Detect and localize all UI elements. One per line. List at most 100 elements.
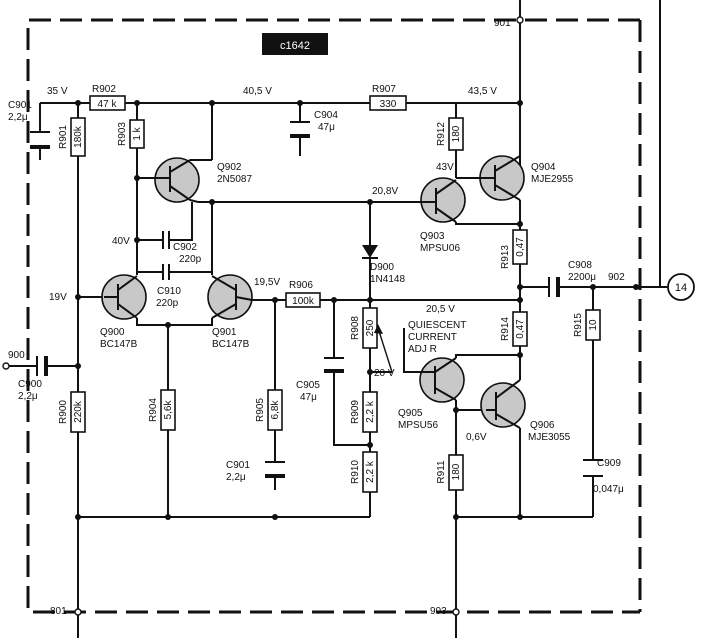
svg-text:5,6k: 5,6k: [163, 400, 174, 420]
resistor-r908: 250 R908: [350, 307, 393, 373]
svg-text:Q901: Q901: [212, 327, 237, 338]
svg-text:MJE3055: MJE3055: [528, 432, 571, 443]
capacitor-c900: C900 2,2μ: [18, 356, 48, 402]
transistor-q906: Q906 MJE3055: [480, 379, 571, 443]
svg-text:220k: 220k: [73, 400, 84, 423]
svg-text:900: 900: [8, 350, 25, 361]
svg-text:R910: R910: [350, 460, 361, 484]
svg-text:R911: R911: [436, 460, 447, 484]
svg-text:R902: R902: [92, 84, 116, 95]
svg-text:R901: R901: [58, 125, 69, 149]
svg-text:0,47: 0,47: [515, 319, 526, 339]
svg-text:Q906: Q906: [530, 420, 555, 431]
svg-text:1N4148: 1N4148: [370, 274, 405, 285]
svg-text:19V: 19V: [49, 292, 67, 303]
transistor-q905: Q905 MPSU56: [398, 357, 465, 431]
svg-text:BC147B: BC147B: [100, 339, 138, 350]
resistor-r909: 2,2 k R909: [350, 391, 378, 433]
svg-text:180: 180: [451, 125, 462, 142]
quiescent-label: QUIESCENT CURRENT ADJ R: [408, 320, 466, 355]
svg-text:Q905: Q905: [398, 408, 423, 419]
svg-text:47 k: 47 k: [98, 99, 118, 110]
resistor-r911: 180 R911: [436, 454, 464, 491]
svg-text:43,5 V: 43,5 V: [468, 86, 497, 97]
svg-text:20,8V: 20,8V: [372, 186, 398, 197]
svg-text:2,2 k: 2,2 k: [365, 460, 376, 483]
capacitor-c901-top: C901 2,2μ: [8, 100, 50, 149]
svg-text:R903: R903: [117, 122, 128, 146]
svg-text:ADJ R: ADJ R: [408, 344, 437, 355]
resistor-r910: 2,2 k R910: [350, 451, 378, 493]
svg-text:2,2μ: 2,2μ: [226, 472, 246, 483]
svg-text:R905: R905: [255, 398, 266, 422]
svg-text:Q902: Q902: [217, 162, 242, 173]
svg-text:R904: R904: [148, 398, 159, 422]
capacitor-c908: C908 2200μ: [548, 260, 596, 297]
resistor-r913: 0,47 R913: [500, 229, 528, 269]
transistor-q900: Q900 BC147B: [100, 274, 147, 350]
svg-text:801: 801: [50, 606, 67, 617]
resistor-r904: 5,6k R904: [148, 389, 176, 431]
svg-text:20,5 V: 20,5 V: [426, 304, 455, 315]
svg-text:40,5 V: 40,5 V: [243, 86, 272, 97]
capacitor-c901-bottom: C901 2,2μ: [226, 460, 285, 483]
capacitor-c902: C902 220p: [162, 231, 202, 265]
svg-text:C901: C901: [226, 460, 250, 471]
svg-text:c1642: c1642: [280, 40, 310, 52]
svg-text:0,47: 0,47: [515, 237, 526, 257]
svg-text:20 V: 20 V: [374, 368, 395, 379]
capacitor-c905: C905 47μ: [296, 357, 344, 403]
capacitor-c910: C910 220p: [156, 264, 181, 309]
capacitor-c909: C909 0,047μ: [583, 458, 624, 495]
svg-text:C900: C900: [18, 379, 42, 390]
svg-text:QUIESCENT: QUIESCENT: [408, 320, 466, 331]
svg-text:2,2μ: 2,2μ: [18, 391, 38, 402]
transistor-q901: Q901 BC147B: [207, 274, 260, 350]
svg-text:6,8k: 6,8k: [270, 400, 281, 420]
resistor-r907: 330 R907: [369, 84, 407, 111]
resistor-r902: 47 k R902: [89, 84, 126, 111]
svg-text:47μ: 47μ: [318, 122, 335, 133]
svg-text:180: 180: [451, 463, 462, 480]
svg-text:R915: R915: [573, 313, 584, 337]
svg-text:19,5V: 19,5V: [254, 277, 280, 288]
connector-14: 14: [667, 273, 695, 301]
svg-text:10: 10: [588, 319, 599, 331]
svg-text:220p: 220p: [179, 254, 202, 265]
svg-text:C902: C902: [173, 242, 197, 253]
voltage-labels: 35 V 40,5 V 43,5 V 43V 20,8V 40V 19V 19,…: [47, 86, 497, 443]
svg-text:R907: R907: [372, 84, 396, 95]
terminals: [2, 16, 524, 616]
transistor-q903: Q903 MPSU06: [420, 177, 466, 254]
svg-text:C905: C905: [296, 380, 320, 391]
svg-text:1 k: 1 k: [132, 126, 143, 140]
resistor-r912: 180 R912: [436, 117, 464, 151]
svg-text:0,6V: 0,6V: [466, 432, 487, 443]
svg-text:2,2μ: 2,2μ: [8, 112, 28, 123]
svg-text:100k: 100k: [292, 296, 315, 307]
resistor-r906: 100k R906: [285, 280, 321, 308]
resistor-r914: 0,47 R914: [500, 311, 528, 347]
svg-text:MPSU56: MPSU56: [398, 420, 438, 431]
svg-text:35 V: 35 V: [47, 86, 68, 97]
resistor-r915: 10 R915: [573, 309, 601, 341]
wiring: [6, 0, 668, 638]
svg-text:R908: R908: [350, 316, 361, 340]
svg-text:2200μ: 2200μ: [568, 272, 596, 283]
svg-text:Q903: Q903: [420, 231, 445, 242]
svg-text:R909: R909: [350, 400, 361, 424]
svg-text:R913: R913: [500, 245, 511, 269]
transistor-q902: Q902 2N5087: [154, 157, 252, 203]
svg-text:C901: C901: [8, 100, 32, 111]
svg-text:R906: R906: [289, 280, 313, 291]
resistor-r905: 6,8k R905: [255, 389, 283, 431]
svg-text:CURRENT: CURRENT: [408, 332, 457, 343]
svg-text:2,2 k: 2,2 k: [365, 400, 376, 423]
svg-text:901: 901: [494, 18, 511, 29]
svg-text:2N5087: 2N5087: [217, 174, 252, 185]
svg-text:MJE2955: MJE2955: [531, 174, 574, 185]
svg-text:330: 330: [380, 99, 397, 110]
transistor-q904: Q904 MJE2955: [479, 155, 574, 201]
svg-text:902: 902: [608, 272, 625, 283]
